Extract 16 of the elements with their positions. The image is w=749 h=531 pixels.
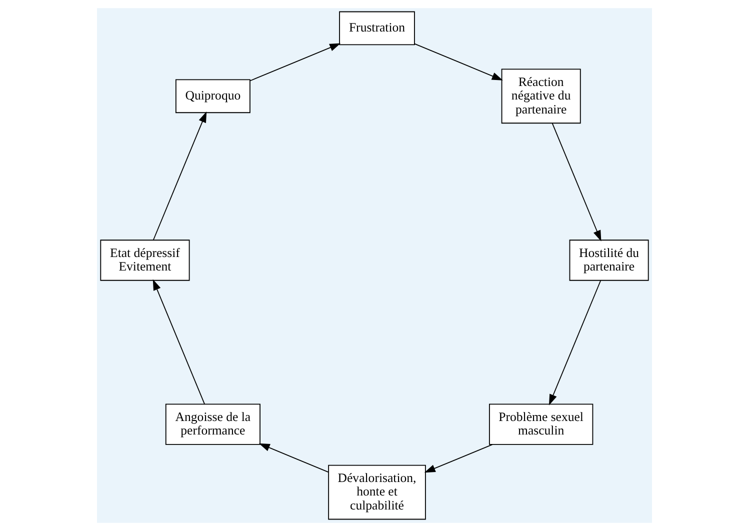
node-box: Hostilité du partenaire — [569, 240, 649, 281]
arrow — [152, 111, 207, 241]
arrow — [152, 279, 206, 405]
arrow — [552, 122, 602, 242]
node-box: Problème sexuel masculin — [489, 404, 594, 445]
node-box: Réaction négative du partenaire — [501, 68, 581, 124]
arrow — [548, 280, 602, 406]
arrow — [250, 43, 341, 82]
node-box: Etat dépressif Evitement — [100, 240, 190, 281]
node-box: Quiproquo — [175, 79, 250, 114]
node-box: Frustration — [339, 11, 415, 46]
arrow — [258, 443, 329, 473]
node-box: Angoisse de la performance — [165, 404, 260, 445]
node-box: Dévalorisation, honte et culpabilité — [328, 464, 426, 520]
arrow — [424, 444, 493, 473]
arrow — [414, 43, 503, 80]
